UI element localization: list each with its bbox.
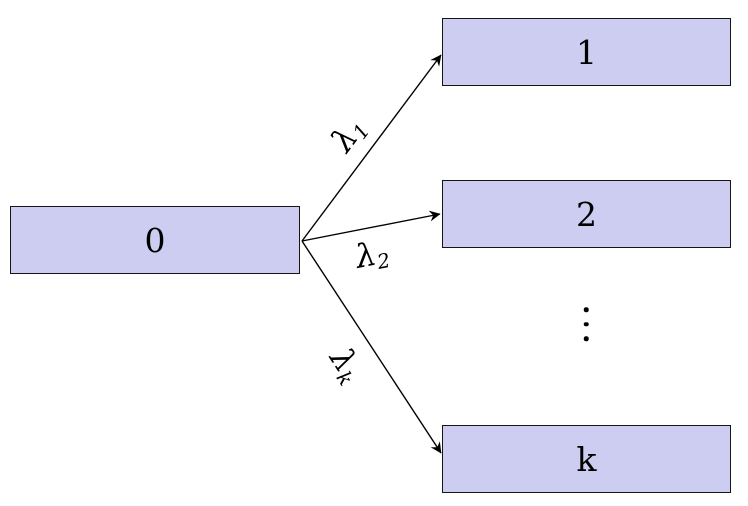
node-0-label: 0 xyxy=(144,220,166,260)
ellipsis-dot xyxy=(583,307,589,312)
ellipsis-dot xyxy=(583,336,589,341)
vertical-ellipsis-icon xyxy=(583,307,589,341)
node-2-label: 2 xyxy=(576,194,597,234)
node-0: 0 xyxy=(10,206,300,274)
edge-label-lambda-2: λ2 xyxy=(352,235,392,276)
node-k: k xyxy=(442,425,731,493)
edge-0-to-k-arrow xyxy=(301,240,442,454)
node-1-label: 1 xyxy=(576,32,597,72)
node-k-label: k xyxy=(576,439,597,479)
edge-0-to-2-arrow xyxy=(301,210,441,242)
node-1: 1 xyxy=(442,18,731,86)
node-2: 2 xyxy=(442,180,731,248)
ellipsis-dot xyxy=(583,321,589,327)
edge-0-to-1-arrow xyxy=(301,54,442,242)
